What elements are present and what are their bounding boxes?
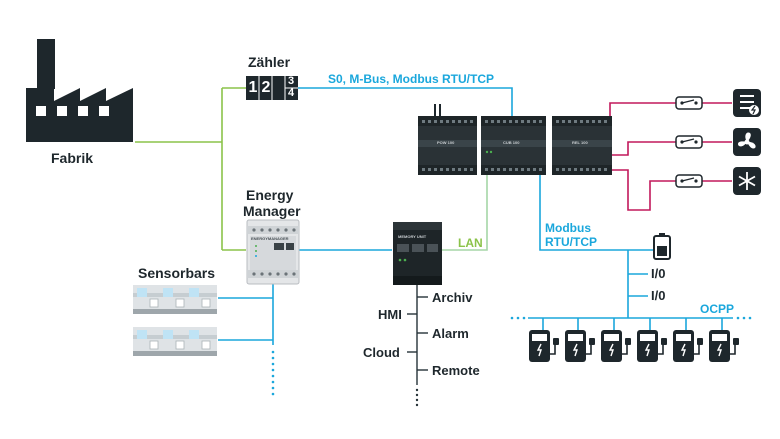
heater-icon (733, 89, 761, 117)
modbus-label-line2: RTU/TCP (545, 235, 597, 249)
memory-unit-device (393, 222, 442, 285)
archiv-label: Archiv (432, 290, 473, 305)
fan-icon (733, 128, 761, 156)
alarm-label: Alarm (432, 326, 469, 341)
io-label-1: I/0 (651, 266, 666, 281)
charger-4 (637, 330, 667, 362)
meter-digit-3: 3 (287, 75, 295, 87)
meter-digit-1: 1 (248, 79, 258, 96)
meter-bus-line (298, 87, 513, 116)
hmi-label: HMI (378, 307, 402, 322)
ocpp-label: OCPP (700, 302, 735, 316)
lan-label: LAN (458, 236, 483, 250)
memory-unit-label: MEMORY UNIT (398, 234, 427, 239)
factory-label: Fabrik (51, 150, 94, 166)
charger-6 (709, 330, 739, 362)
relay-lines (598, 102, 732, 211)
relay-switch-3 (675, 174, 703, 188)
io-label-2: I/0 (651, 288, 666, 303)
cloud-label: Cloud (363, 345, 400, 360)
green-connection-lines (135, 87, 246, 251)
relay-switch-1 (675, 96, 703, 110)
charging-stations (529, 330, 739, 362)
meter-protocol-label: S0, M-Bus, Modbus RTU/TCP (328, 72, 494, 86)
module-terminal-dots (422, 120, 607, 171)
charger-3 (601, 330, 631, 362)
sensor-bus-continuation (271, 350, 275, 396)
charger-5 (673, 330, 703, 362)
battery-icon (653, 233, 671, 260)
charger-2 (565, 330, 595, 362)
rel-module (552, 116, 612, 175)
modbus-lines (528, 175, 733, 330)
modbus-continuation-left (510, 316, 526, 320)
rel-module-label: REL 100 (572, 140, 588, 145)
em-device-label: ENERGYMANAGER (251, 236, 289, 241)
pow-module-label: POW 100 (437, 140, 455, 145)
output-bus-continuation (415, 388, 419, 407)
modbus-continuation-right (736, 316, 752, 320)
sensorbar-2 (133, 327, 217, 356)
charger-1 (529, 330, 559, 362)
meter-label: Zähler (248, 54, 291, 70)
meter-counter (246, 76, 298, 100)
sensor-bus-lines (218, 284, 274, 345)
sensorbars-label: Sensorbars (138, 265, 216, 281)
lan-line (442, 175, 488, 251)
meter-digit-2: 2 (261, 79, 271, 96)
relay-switch-2 (675, 135, 703, 149)
remote-label: Remote (432, 363, 480, 378)
energy-manager-label-line2: Manager (243, 203, 301, 219)
meter-digits: 1 2 3 4 (246, 75, 298, 100)
output-bus-lines (407, 285, 428, 385)
meter-digit-4: 4 (287, 87, 295, 99)
factory-icon (26, 39, 133, 142)
modbus-label-line1: Modbus (545, 221, 591, 235)
snowflake-icon (733, 167, 761, 195)
energy-manager-device (246, 219, 300, 285)
energy-manager-label-line1: Energy (246, 187, 294, 203)
cub-module-label: CUB 100 (503, 140, 520, 145)
sensorbar-1 (133, 285, 217, 314)
cub-module (481, 116, 546, 175)
